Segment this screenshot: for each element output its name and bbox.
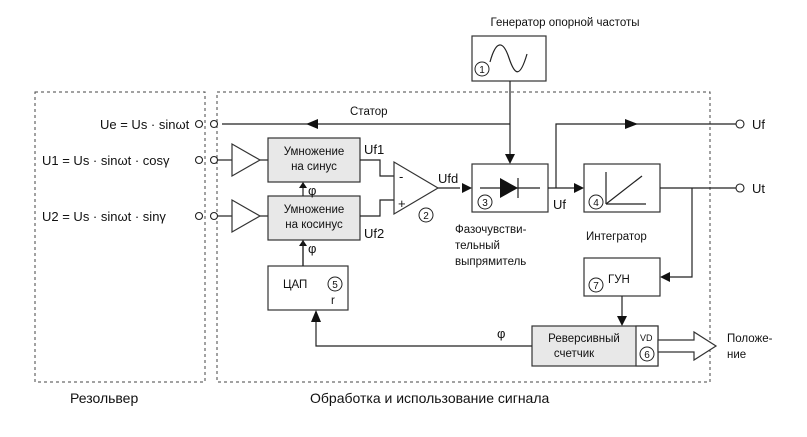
phi-feedback-arrow [311, 310, 321, 322]
u1-signal-label: U1 = Us · sinωt · cosγ [42, 153, 170, 168]
uf1-line [360, 159, 394, 177]
amplifier-2 [231, 198, 262, 234]
multiply-cosine-line1: Умножение [284, 204, 345, 216]
diode-icon [500, 178, 518, 198]
resolver-label: Резольвер [70, 390, 138, 406]
amplifier-1 [231, 142, 262, 178]
svg-text:1: 1 [479, 65, 485, 76]
uf2-line [360, 199, 394, 217]
rectifier-label-line1: Фазочувстви- [455, 224, 527, 236]
phi-feedback-line [315, 320, 532, 347]
multiply-sine-line2: на синус [291, 161, 337, 173]
processing-boundary [216, 91, 711, 383]
svg-text:5: 5 [332, 280, 338, 291]
resolver-boundary [34, 91, 206, 383]
vco-label: ГУН [608, 274, 630, 286]
vco-number: 7 [588, 277, 604, 293]
dac-r-label: r [331, 295, 335, 307]
integrator-number: 4 [588, 194, 604, 210]
uf-output-label: Uf [752, 117, 765, 132]
uf-mid-label: Uf [553, 197, 566, 212]
multiply-cosine-line2: на косинус [285, 219, 343, 231]
counter-line1: Реверсивный [548, 333, 620, 345]
rectifier-label-line2: тельный [455, 240, 500, 252]
svg-text:7: 7 [593, 281, 599, 292]
uf-output-line [555, 123, 736, 188]
vco-to-counter-arrow [617, 316, 627, 326]
ue-signal-label: Uе = Us · sinωt [100, 117, 190, 132]
multiply-cosine-block [267, 195, 361, 241]
vco-input-arrow [660, 272, 670, 282]
integrator-to-vco-line [668, 188, 693, 278]
uf2-label: Uf2 [364, 226, 384, 241]
stator-label: Статор [350, 106, 388, 118]
phi-feedback-label: φ [497, 326, 505, 341]
uf1-label: Uf1 [364, 142, 384, 157]
position-output-arrow [657, 330, 718, 362]
svg-text:3: 3 [482, 198, 488, 209]
phi-arrow-sine [299, 182, 307, 188]
ramp-icon [605, 175, 643, 205]
svg-text:6: 6 [644, 350, 650, 361]
counter-number: 6 [639, 346, 655, 362]
rectifier-number: 3 [477, 194, 493, 210]
svg-text:2: 2 [423, 211, 429, 222]
integrator-label: Интегратор [586, 231, 647, 243]
ue-terminal-right [209, 119, 219, 129]
u1-terminal-left [194, 155, 204, 165]
processing-label: Обработка и использование сигнала [310, 390, 550, 406]
uf-output-arrow [625, 119, 638, 129]
dac-number: 5 [327, 276, 343, 292]
position-label-line1: Положе- [727, 333, 773, 345]
generator-title: Генератор опорной частоты [491, 17, 640, 29]
summer-plus: + [398, 196, 406, 211]
counter-side-label: VD [640, 333, 653, 343]
summer-minus: - [399, 169, 403, 184]
dac-label: ЦАП [283, 279, 307, 291]
stator-arrow [306, 119, 318, 129]
rectifier-label-line3: выпрямитель [455, 256, 526, 268]
sine-wave-icon [489, 44, 528, 73]
generator-number: 1 [474, 61, 490, 77]
u1-terminal-right [209, 155, 219, 165]
u2-signal-label: U2 = Us · sinωt · sinγ [42, 209, 166, 224]
uf-output-terminal [735, 119, 745, 129]
phi-label-cosine: φ [308, 241, 316, 256]
summer-amplifier [393, 160, 440, 216]
phi-label-sine: φ [308, 183, 316, 198]
multiply-sine-block [267, 137, 361, 183]
u2-terminal-left [194, 211, 204, 221]
generator-arrow [505, 154, 515, 164]
u2-terminal-right [209, 211, 219, 221]
ue-terminal-left [194, 119, 204, 129]
position-label-line2: ние [727, 349, 746, 361]
rectifier-to-integrator-arrow [574, 183, 584, 193]
svg-text:4: 4 [593, 198, 599, 209]
ut-output-terminal [735, 183, 745, 193]
counter-line2: счетчик [554, 348, 595, 360]
ufd-label: Ufd [438, 171, 458, 186]
multiply-sine-line1: Умножение [284, 146, 345, 158]
ut-output-label: Ut [752, 181, 765, 196]
ufd-arrow [462, 183, 472, 193]
summer-number: 2 [418, 207, 434, 223]
